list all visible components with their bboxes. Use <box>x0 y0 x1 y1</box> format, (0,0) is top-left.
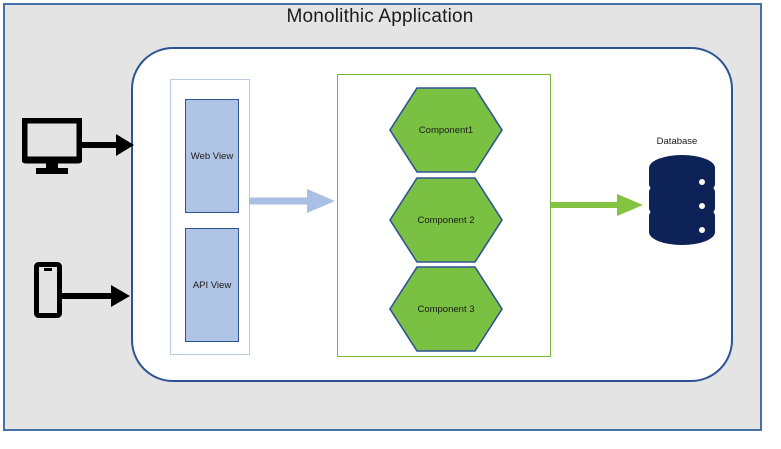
components-panel: Component1 Component 2 Component 3 <box>337 74 551 357</box>
monitor-to-app-arrow <box>78 132 134 163</box>
web-view-box[interactable]: Web View <box>185 99 239 213</box>
diagram-title: Monolithic Application <box>286 6 474 27</box>
api-view-box[interactable]: API View <box>185 228 239 342</box>
phone-icon <box>34 262 62 323</box>
views-to-components-arrow <box>249 186 335 221</box>
component-hexagon-3[interactable]: Component 3 <box>388 265 504 353</box>
database-label: Database <box>656 136 698 147</box>
component-hexagon-1[interactable]: Component1 <box>388 86 504 174</box>
components-to-database-arrow <box>551 192 643 223</box>
component-hexagon-2[interactable]: Component 2 <box>388 176 504 264</box>
component-hexagon-2-label: Component 2 <box>417 214 475 226</box>
component-hexagon-3-label: Component 3 <box>417 303 475 315</box>
database-cylinder-icon[interactable] <box>646 154 718 253</box>
monitor-icon <box>20 116 84 181</box>
phone-to-app-arrow <box>60 283 130 314</box>
views-panel: Web View API View <box>170 79 250 355</box>
component-hexagon-1-label: Component1 <box>418 124 474 136</box>
